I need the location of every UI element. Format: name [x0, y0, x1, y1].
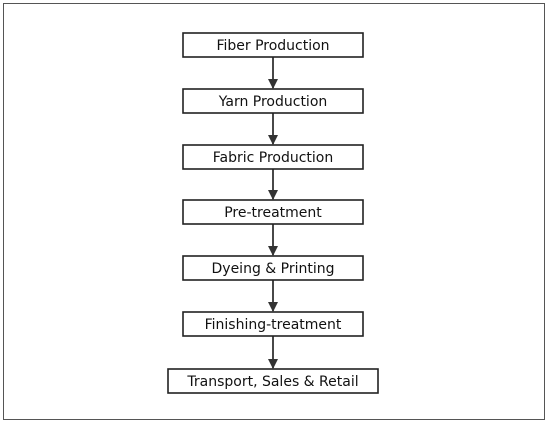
flow-step-label: Transport, Sales & Retail — [186, 374, 358, 390]
flow-step-box — [182, 255, 364, 281]
flow-step-label: Finishing-treatment — [205, 317, 342, 333]
flow-step-box — [182, 88, 364, 114]
flow-step-label: Fabric Production — [213, 150, 334, 166]
flow-step-label: Fiber Production — [216, 38, 329, 54]
flow-step-box — [182, 199, 364, 225]
flow-step-dyeing: Dyeing & Printing — [182, 255, 364, 281]
flow-step-box — [167, 368, 379, 394]
flow-step-fiber: Fiber Production — [182, 32, 364, 58]
flow-step-label: Dyeing & Printing — [212, 261, 335, 277]
flow-step-fabric: Fabric Production — [182, 144, 364, 170]
flow-step-box — [182, 311, 364, 337]
flow-step-finishing: Finishing-treatment — [182, 311, 364, 337]
flow-step-transport: Transport, Sales & Retail — [167, 368, 379, 394]
flow-step-box — [182, 144, 364, 170]
flow-step-yarn: Yarn Production — [182, 88, 364, 114]
flow-step-box — [182, 32, 364, 58]
flow-step-label: Yarn Production — [218, 94, 328, 110]
flow-step-pretreatment: Pre-treatment — [182, 199, 364, 225]
flow-step-label: Pre-treatment — [224, 205, 322, 221]
